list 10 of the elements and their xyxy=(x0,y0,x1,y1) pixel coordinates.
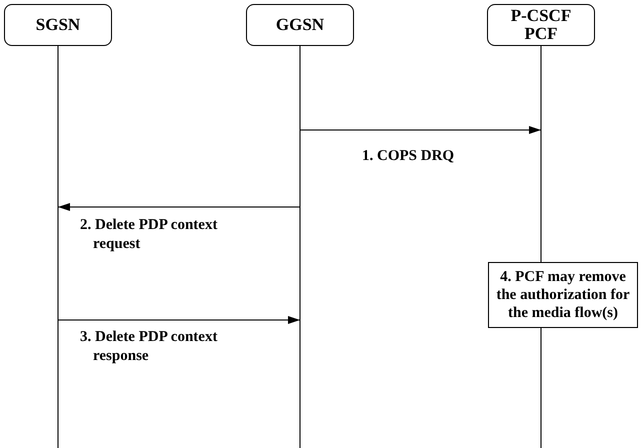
edge-label: 2. Delete PDP context request xyxy=(80,216,218,254)
participant-box: P-CSCF PCF xyxy=(487,4,595,46)
participant-box: SGSN xyxy=(4,4,112,46)
message-arrow xyxy=(300,126,542,134)
note-box: 4. PCF may remove the authorization for the media flow(s) xyxy=(488,262,638,328)
participant-box: GGSN xyxy=(246,4,354,46)
edge-label: 1. COPS DRQ xyxy=(362,147,456,166)
message-arrow xyxy=(58,203,300,211)
edge-label: 3. Delete PDP context response xyxy=(80,328,218,366)
message-arrow xyxy=(58,316,300,324)
